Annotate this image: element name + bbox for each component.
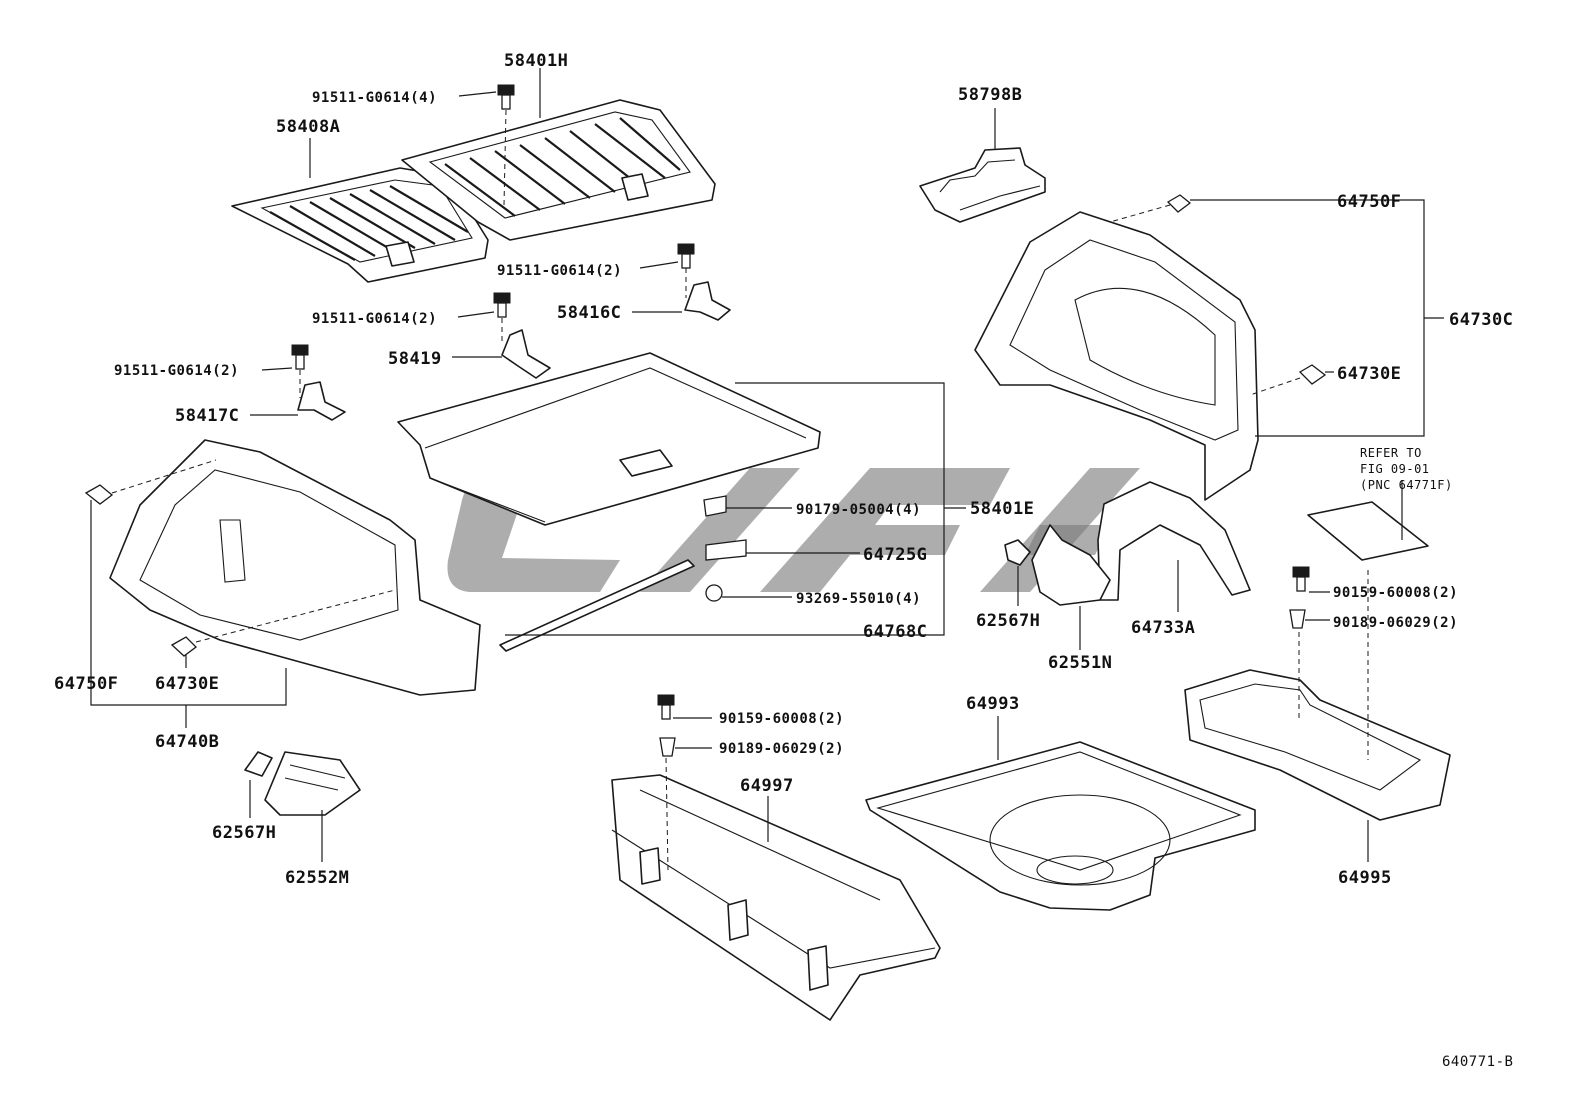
bracket-58419 bbox=[501, 329, 551, 379]
label-62551N: 62551N bbox=[1048, 653, 1112, 673]
label-93269-55010: 93269-55010(4) bbox=[796, 591, 921, 607]
label-64995: 64995 bbox=[1338, 868, 1392, 888]
label-refer-line1: REFER TO bbox=[1360, 446, 1422, 460]
dashed-alignment-lines bbox=[111, 109, 1369, 871]
part-58798B-bracket bbox=[919, 147, 1046, 223]
label-64997: 64997 bbox=[740, 776, 794, 796]
part-62551N-bracket bbox=[1004, 524, 1111, 606]
label-64730C: 64730C bbox=[1449, 310, 1513, 330]
bracket-58417C bbox=[297, 381, 346, 421]
label-62567H-right: 62567H bbox=[976, 611, 1040, 631]
label-58419: 58419 bbox=[388, 349, 442, 369]
diagram-code: 640771-B bbox=[1442, 1054, 1513, 1070]
label-91511-G0614-2c: 91511-G0614(2) bbox=[114, 363, 239, 379]
label-91511-G0614-2b: 91511-G0614(2) bbox=[312, 311, 437, 327]
part-64993-tray bbox=[865, 741, 1256, 911]
label-58416C: 58416C bbox=[557, 303, 621, 323]
part-64733A-cover bbox=[1097, 481, 1251, 601]
label-90159-60008-center: 90159-60008(2) bbox=[719, 711, 844, 727]
part-64997-box bbox=[611, 774, 941, 1021]
label-58401H: 58401H bbox=[504, 51, 568, 71]
label-refer-line2: FIG 09-01 bbox=[1360, 462, 1430, 476]
label-64730E-left: 64730E bbox=[155, 674, 219, 694]
part-58401E-board bbox=[397, 352, 821, 526]
label-64725G: 64725G bbox=[863, 545, 927, 565]
part-labels: 58401H 91511-G0614(4) 58408A 58798B 6475… bbox=[54, 51, 1513, 1070]
label-58408A: 58408A bbox=[276, 117, 340, 137]
label-64768C: 64768C bbox=[863, 622, 927, 642]
label-64750F-right: 64750F bbox=[1337, 192, 1401, 212]
label-62552M: 62552M bbox=[285, 868, 349, 888]
label-64733A: 64733A bbox=[1131, 618, 1195, 638]
part-64768C-rod bbox=[499, 559, 695, 652]
label-64730E-right: 64730E bbox=[1337, 364, 1401, 384]
bolt-icon bbox=[291, 84, 1310, 720]
label-90159-60008-right: 90159-60008(2) bbox=[1333, 585, 1458, 601]
part-64995-tray bbox=[1184, 669, 1451, 821]
leader-lines bbox=[90, 68, 1444, 862]
label-64740B: 64740B bbox=[155, 732, 219, 752]
part-64730C-trim-panel bbox=[974, 211, 1259, 501]
label-refer-line3: (PNC 64771F) bbox=[1360, 478, 1453, 492]
label-90179-05004: 90179-05004(4) bbox=[796, 502, 921, 518]
label-64993: 64993 bbox=[966, 694, 1020, 714]
label-64750F-left: 64750F bbox=[54, 674, 118, 694]
label-91511-G0614-4: 91511-G0614(4) bbox=[312, 90, 437, 106]
label-91511-G0614-2a: 91511-G0614(2) bbox=[497, 263, 622, 279]
label-90189-06029-center: 90189-06029(2) bbox=[719, 741, 844, 757]
label-58798B: 58798B bbox=[958, 85, 1022, 105]
label-58401E: 58401E bbox=[970, 499, 1034, 519]
part-58408A-tray bbox=[231, 167, 489, 283]
label-90189-06029-right: 90189-06029(2) bbox=[1333, 615, 1458, 631]
bracket-58416C bbox=[684, 281, 731, 321]
nut-icon bbox=[703, 495, 747, 602]
part-64771F-card bbox=[1307, 501, 1429, 561]
part-62552M-bracket bbox=[244, 751, 361, 816]
label-62567H-left: 62567H bbox=[212, 823, 276, 843]
label-58417C: 58417C bbox=[175, 406, 239, 426]
clip-icon bbox=[84, 194, 1327, 757]
part-58401H-tray bbox=[401, 99, 716, 241]
part-64740B-trim-panel bbox=[109, 439, 481, 696]
